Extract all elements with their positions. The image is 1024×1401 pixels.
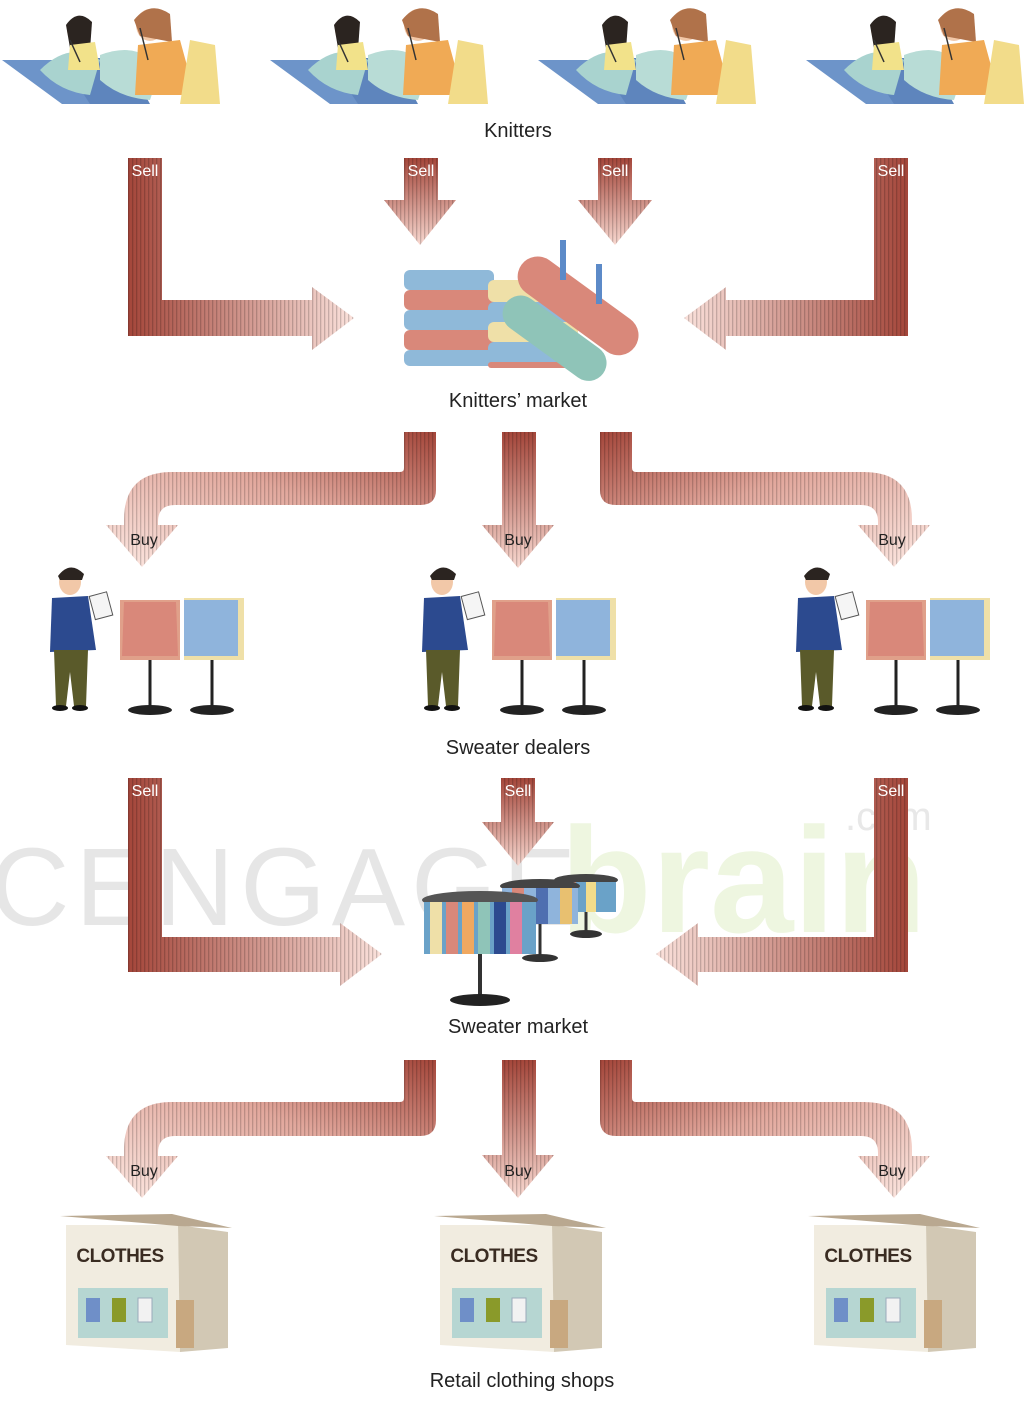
sell-label: Sell bbox=[505, 783, 532, 800]
buy-arrow-right-1: Buy bbox=[600, 432, 930, 567]
sell-label: Sell bbox=[878, 783, 905, 800]
sell-label: Sell bbox=[132, 783, 159, 800]
dealer-icon bbox=[794, 565, 992, 717]
buy-label: Buy bbox=[504, 1163, 532, 1180]
caption-sweater-dealers: Sweater dealers bbox=[446, 737, 591, 759]
caption-retail-shops: Retail clothing shops bbox=[430, 1370, 615, 1392]
sell-label: Sell bbox=[132, 163, 159, 180]
sell-arrow-5: Sell bbox=[128, 778, 382, 986]
buy-label: Buy bbox=[504, 532, 532, 549]
yarn-bundle-icon bbox=[404, 240, 639, 381]
buy-arrow-center-2: Buy bbox=[482, 1060, 554, 1198]
buy-label: Buy bbox=[878, 532, 906, 549]
watermark: CENGAGE brain .com bbox=[0, 795, 932, 964]
buy-label: Buy bbox=[130, 532, 158, 549]
buy-arrow-left-2: Buy bbox=[106, 1060, 436, 1198]
knitters-icon bbox=[2, 8, 220, 104]
shop-icon: CLOTHES bbox=[434, 1214, 606, 1352]
dealers-row bbox=[50, 565, 992, 717]
sweater-racks-icon bbox=[422, 874, 618, 1006]
buy-arrow-right-2: Buy bbox=[600, 1060, 930, 1198]
caption-knitters-market: Knitters’ market bbox=[449, 390, 588, 412]
caption-knitters: Knitters bbox=[484, 120, 552, 142]
sell-label: Sell bbox=[878, 163, 905, 180]
sell-arrow-3: Sell bbox=[578, 158, 652, 245]
sell-label: Sell bbox=[602, 163, 629, 180]
buy-label: Buy bbox=[878, 1163, 906, 1180]
shop-sign: CLOTHES bbox=[76, 1246, 163, 1267]
dealer-icon bbox=[420, 565, 618, 717]
buy-arrow-center-1: Buy bbox=[482, 432, 554, 568]
watermark-brain: brain bbox=[560, 796, 927, 964]
knitters-icon bbox=[537, 7, 757, 105]
buy-label: Buy bbox=[130, 1163, 158, 1180]
shop-sign: CLOTHES bbox=[450, 1246, 537, 1267]
shop-icon: CLOTHES bbox=[60, 1214, 232, 1352]
shops-row: CLOTHES CLOTHES CLOTHES bbox=[60, 1214, 980, 1352]
shop-sign: CLOTHES bbox=[824, 1246, 911, 1267]
dealer-icon bbox=[50, 567, 244, 715]
sell-arrow-4: Sell bbox=[684, 158, 908, 350]
caption-sweater-market: Sweater market bbox=[448, 1016, 588, 1038]
knitters-icon bbox=[805, 7, 1024, 105]
sell-arrow-1: Sell bbox=[128, 158, 354, 350]
knitters-row bbox=[2, 7, 1024, 105]
sell-arrow-7: Sell bbox=[656, 778, 908, 986]
sell-arrow-2: Sell bbox=[384, 158, 456, 245]
sell-arrow-6: Sell bbox=[482, 778, 554, 866]
shop-icon: CLOTHES bbox=[808, 1214, 980, 1352]
knitters-icon bbox=[269, 7, 489, 105]
sell-label: Sell bbox=[408, 163, 435, 180]
buy-arrow-left-1: Buy bbox=[106, 432, 436, 567]
